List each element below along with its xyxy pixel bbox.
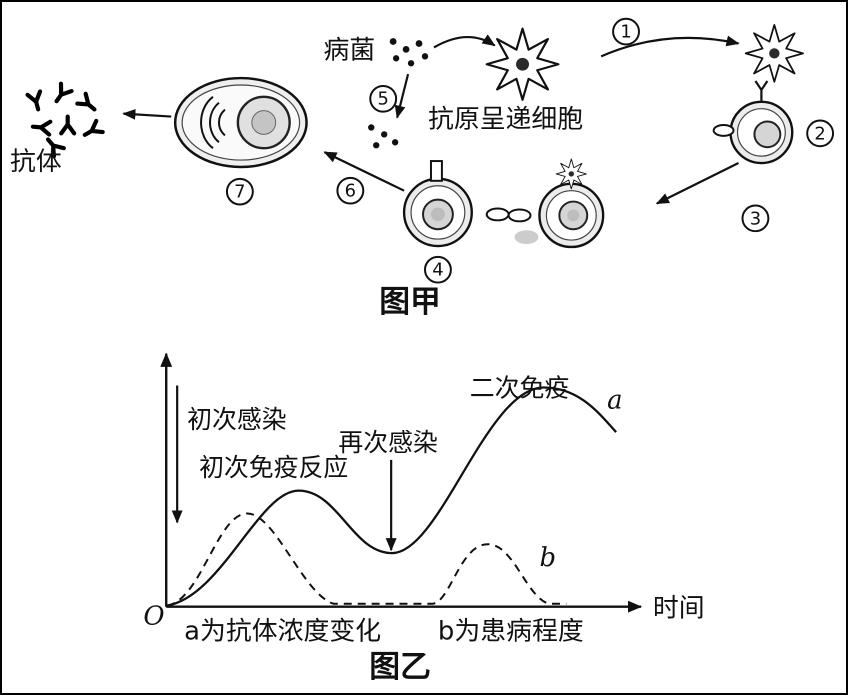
arrow-to-antibody — [122, 108, 172, 120]
cell-2-top-receptor — [754, 80, 769, 102]
arrow-step-5 — [394, 73, 410, 119]
cell-4 — [402, 160, 473, 248]
svg-text:3: 3 — [750, 208, 761, 229]
legend-b: b为患病程度 — [438, 616, 584, 646]
antibody-icon — [32, 120, 50, 134]
bacteria-dot — [421, 53, 429, 60]
bacteria-dot — [407, 60, 415, 67]
curve-b-label: b — [539, 543, 556, 573]
svg-text:1: 1 — [620, 22, 631, 43]
cell-pair-right — [538, 182, 605, 249]
cell-2 — [712, 80, 794, 165]
apc-cell — [485, 27, 560, 101]
step-2-marker: 2 — [806, 119, 835, 148]
bacteria-dot — [381, 131, 388, 138]
antibody-icon — [77, 94, 98, 115]
figure-a-caption: 图甲 — [379, 284, 441, 320]
apc-label: 抗原呈递细胞 — [428, 105, 583, 135]
step-7-marker: 7 — [225, 177, 254, 206]
step-4-marker: 4 — [424, 255, 452, 284]
antibody-cluster — [28, 84, 103, 157]
bacteria-dot — [392, 55, 400, 62]
cell-4-top-receptor — [429, 160, 443, 182]
legend-a: a为抗体浓度变化 — [184, 616, 381, 646]
svg-text:2: 2 — [814, 123, 825, 144]
svg-text:4: 4 — [432, 260, 443, 281]
binding-molecule — [507, 208, 532, 223]
antibody-label: 抗体 — [10, 147, 62, 177]
svg-text:7: 7 — [234, 182, 245, 203]
figure-b-caption: 图乙 — [369, 649, 431, 685]
cell-2-nucleus — [753, 120, 782, 149]
second-infection-label: 再次感染 — [338, 428, 438, 457]
antigen-on-cell — [555, 158, 587, 190]
origin-label: O — [143, 602, 164, 632]
apc-cell-secondary — [744, 24, 804, 83]
cell-2-receptor — [712, 124, 735, 137]
smudge — [514, 230, 539, 245]
step-3-marker: 3 — [741, 204, 770, 233]
first-infection-label: 初次感染 — [187, 405, 287, 434]
step-5-marker: 5 — [369, 84, 398, 113]
antibody-icon — [28, 91, 45, 111]
first-immune-response-label: 初次免疫反应 — [199, 453, 348, 482]
svg-text:5: 5 — [378, 89, 389, 110]
antibody-icon — [61, 117, 74, 134]
arrow-step-3 — [655, 162, 739, 205]
x-axis-label: 时间 — [653, 594, 705, 624]
figure-a-diagram: 抗体 病菌 抗原呈递细胞 — [10, 17, 835, 320]
bacteria-dot — [402, 46, 410, 53]
endoplasmic-reticulum — [200, 96, 226, 149]
arrow-step-6 — [323, 151, 405, 192]
bacteria-dot — [389, 38, 397, 45]
binding-molecule — [485, 207, 510, 222]
antibody-icon — [82, 121, 103, 141]
step-6-marker: 6 — [336, 176, 365, 205]
curve-b — [166, 512, 567, 607]
bacteria-dots — [389, 38, 429, 67]
bacteria-dots-lower — [368, 124, 399, 149]
secondary-immunity-label: 二次免疫 — [470, 373, 570, 402]
bacteria-dot — [415, 40, 423, 47]
pathogen-label: 病菌 — [323, 35, 375, 65]
bacteria-dot — [368, 124, 375, 131]
antibody-icon — [51, 84, 71, 105]
arrow-step-1 — [600, 35, 740, 58]
step-1-marker: 1 — [612, 17, 640, 46]
plasma-cell — [173, 76, 308, 169]
curve-a — [166, 386, 617, 607]
arrow-bacteria-to-apc — [433, 34, 496, 49]
bacteria-dot — [391, 139, 399, 146]
bacteria-dot — [373, 142, 380, 149]
svg-text:6: 6 — [345, 181, 356, 202]
figure-b-graph: O 时间 初次感染 初次免疫反应 再次感染 二次免疫 a b a为抗体浓度变化 … — [143, 352, 705, 685]
curve-a-label: a — [607, 385, 622, 415]
